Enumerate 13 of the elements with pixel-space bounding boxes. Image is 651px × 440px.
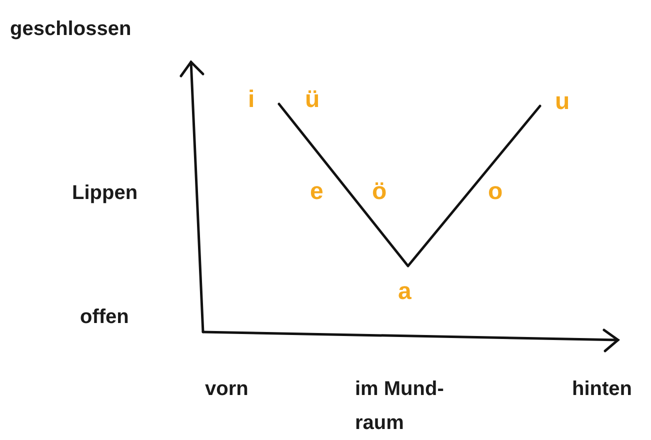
axis-label: geschlossen	[10, 17, 132, 42]
vowel-label: ü	[305, 88, 320, 112]
vowel-label: u	[555, 90, 570, 114]
vowel-label: i	[248, 88, 255, 112]
axis-label: hinten	[572, 377, 632, 402]
axis-label: vorn	[205, 377, 248, 402]
axis-label: offen	[80, 305, 129, 330]
vowel-label: e	[310, 180, 324, 204]
vowel-label: o	[488, 180, 503, 204]
axis-label: Lippen	[72, 181, 138, 206]
vowel-label: a	[398, 280, 412, 304]
axis-label: im Mund- raum	[355, 377, 445, 436]
vowel-label: ö	[372, 180, 387, 204]
